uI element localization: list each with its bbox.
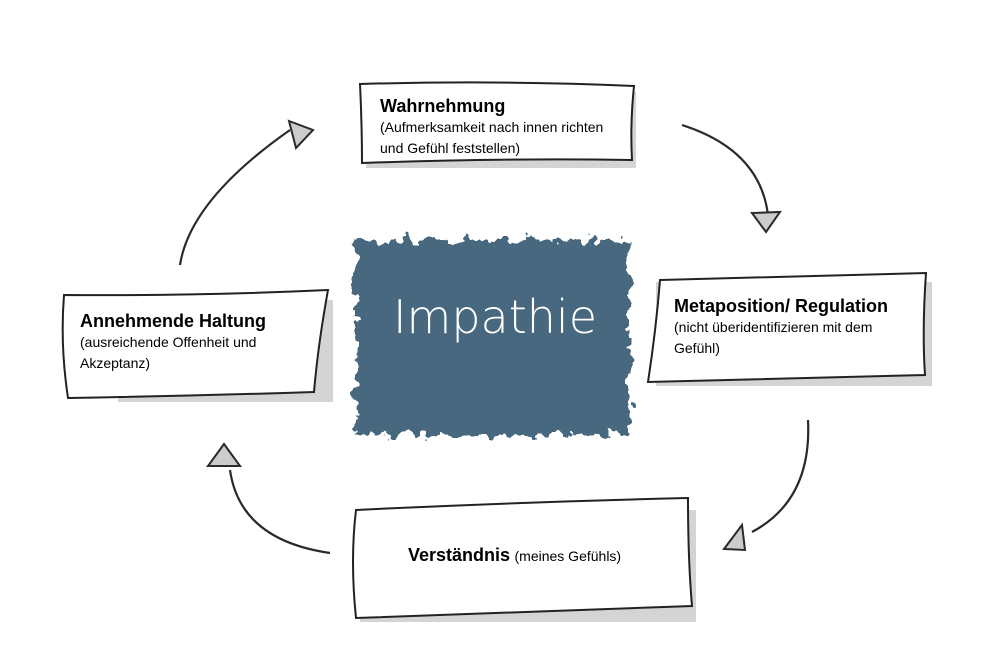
step-subtitle: (ausreichende Offenheit und xyxy=(80,334,257,350)
arrow-heads xyxy=(206,119,782,552)
step-subtitle: (Aufmerksamkeit nach innen richten xyxy=(380,119,604,135)
arrowhead-right-bottom xyxy=(722,522,747,552)
arrowhead-left-bottom xyxy=(206,442,242,467)
step-title: Wahrnehmung xyxy=(380,96,506,116)
step-verstaendnis: Verständnis (meines Gefühls) xyxy=(408,545,621,567)
frame-metaposition xyxy=(646,271,928,384)
box-frames xyxy=(61,81,928,620)
frame-verstaendnis xyxy=(352,496,694,620)
frame-annehmende xyxy=(61,288,330,400)
frame-wahrnehmung xyxy=(358,81,636,165)
step-title: Metaposition/ Regulation xyxy=(674,296,888,316)
step-subtitle: (nicht überidentifizieren mit dem xyxy=(674,319,873,335)
step-subtitle: Akzeptanz) xyxy=(80,355,151,371)
arrowhead-left-top xyxy=(287,119,315,151)
cycle-arrows xyxy=(178,123,810,555)
step-title: Verständnis xyxy=(408,545,511,565)
center-label: Impathie xyxy=(392,290,598,344)
step-wahrnehmung: Wahrnehmung (Aufmerksamkeit nach innen r… xyxy=(380,96,603,159)
arrowhead-right-top xyxy=(750,210,782,234)
paint-blob xyxy=(355,240,630,435)
step-annehmende-haltung: Annehmende Haltung (ausreichende Offenhe… xyxy=(80,311,266,374)
step-subtitle: Gefühl) xyxy=(674,340,720,356)
step-subtitle: (meines Gefühls) xyxy=(514,548,622,564)
step-title: Annehmende Haltung xyxy=(80,311,267,331)
step-subtitle: und Gefühl feststellen) xyxy=(380,140,521,156)
step-metaposition: Metaposition/ Regulation (nicht überiden… xyxy=(674,296,888,359)
